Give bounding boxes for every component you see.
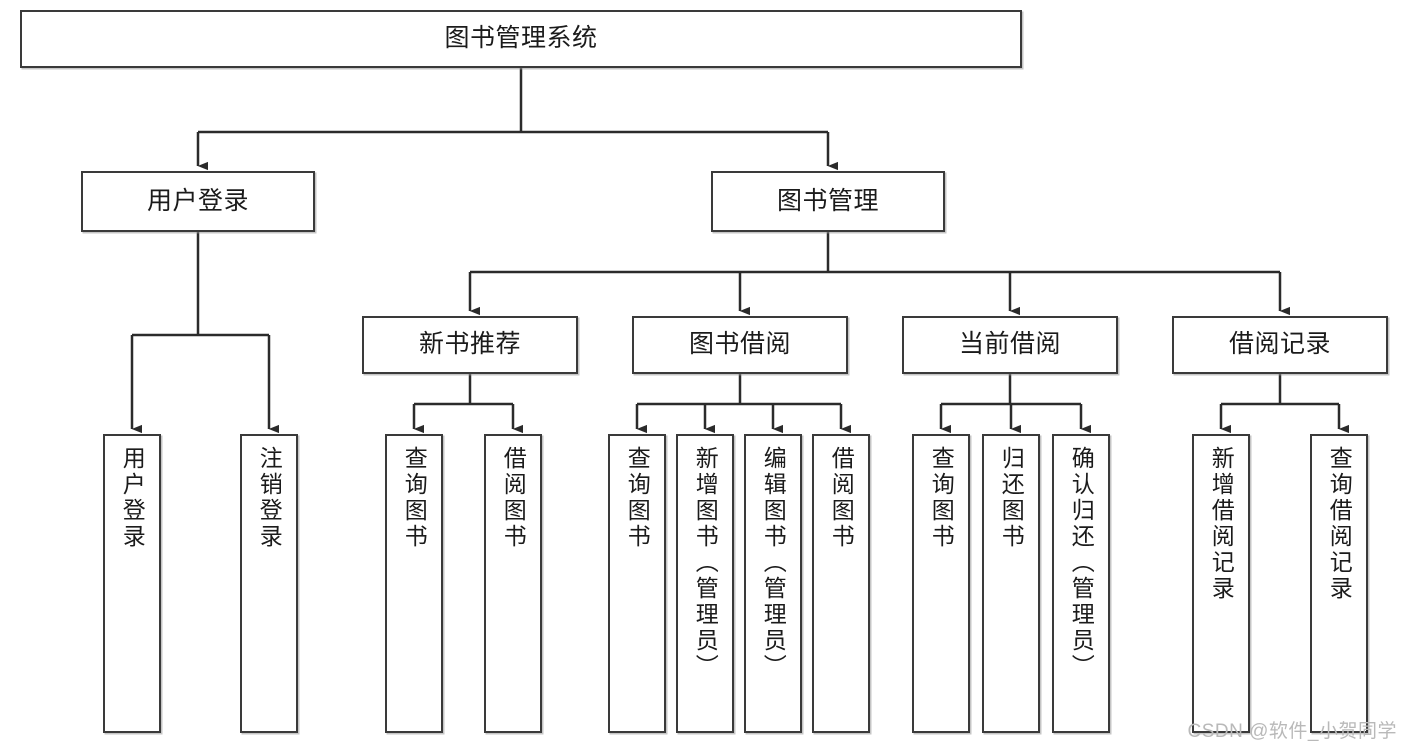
- node-borrow-record[interactable]: 借阅记录: [1172, 316, 1388, 374]
- node-leaf-query-book-bb[interactable]: 查询图书: [608, 434, 666, 733]
- node-leaf-add-book-bb[interactable]: 新增图书（管理员）: [676, 434, 734, 733]
- node-leaf-borrow-book-bb-label: 借阅图书: [828, 446, 855, 550]
- node-leaf-query-book-cb[interactable]: 查询图书: [912, 434, 970, 733]
- node-book-manage-label: 图书管理: [776, 186, 879, 215]
- node-root[interactable]: 图书管理系统: [20, 10, 1022, 68]
- node-new-book-rec[interactable]: 新书推荐: [362, 316, 578, 374]
- node-borrow-record-label: 借阅记录: [1228, 330, 1331, 359]
- node-new-book-rec-label: 新书推荐: [418, 330, 521, 359]
- node-current-borrow[interactable]: 当前借阅: [902, 316, 1118, 374]
- node-book-borrow-label: 图书借阅: [688, 330, 791, 359]
- node-user-login-label: 用户登录: [146, 186, 249, 215]
- node-leaf-user-logout[interactable]: 注销登录: [240, 434, 298, 733]
- node-root-label: 图书管理系统: [444, 24, 598, 53]
- node-book-manage[interactable]: 图书管理: [711, 171, 945, 232]
- node-leaf-add-record-br-label: 新增借阅记录: [1208, 446, 1235, 602]
- node-leaf-query-book-rec-label: 查询图书: [401, 446, 428, 550]
- node-leaf-user-login[interactable]: 用户登录: [103, 434, 161, 733]
- node-leaf-return-book-cb-label: 归还图书: [998, 446, 1025, 550]
- node-leaf-query-book-cb-label: 查询图书: [928, 446, 955, 550]
- node-leaf-return-book-cb[interactable]: 归还图书: [982, 434, 1040, 733]
- node-leaf-query-book-rec[interactable]: 查询图书: [385, 434, 443, 733]
- node-leaf-edit-book-bb-label: 编辑图书（管理员）: [760, 446, 787, 680]
- node-book-borrow[interactable]: 图书借阅: [632, 316, 848, 374]
- csdn-watermark: CSDN @软件_小贺同学: [1187, 721, 1397, 742]
- node-leaf-query-book-bb-label: 查询图书: [624, 446, 651, 550]
- node-leaf-confirm-return-cb-label: 确认归还（管理员）: [1068, 446, 1095, 680]
- node-leaf-borrow-book-rec[interactable]: 借阅图书: [484, 434, 542, 733]
- node-leaf-borrow-book-rec-label: 借阅图书: [500, 446, 527, 550]
- node-leaf-add-record-br[interactable]: 新增借阅记录: [1192, 434, 1250, 733]
- node-leaf-query-record-br-label: 查询借阅记录: [1326, 446, 1353, 602]
- node-leaf-edit-book-bb[interactable]: 编辑图书（管理员）: [744, 434, 802, 733]
- node-leaf-confirm-return-cb[interactable]: 确认归还（管理员）: [1052, 434, 1110, 733]
- node-current-borrow-label: 当前借阅: [958, 330, 1061, 359]
- node-user-login[interactable]: 用户登录: [81, 171, 315, 232]
- node-leaf-query-record-br[interactable]: 查询借阅记录: [1310, 434, 1368, 733]
- node-leaf-user-logout-label: 注销登录: [256, 446, 283, 550]
- node-leaf-user-login-label: 用户登录: [119, 446, 146, 550]
- node-leaf-add-book-bb-label: 新增图书（管理员）: [692, 446, 719, 680]
- node-leaf-borrow-book-bb[interactable]: 借阅图书: [812, 434, 870, 733]
